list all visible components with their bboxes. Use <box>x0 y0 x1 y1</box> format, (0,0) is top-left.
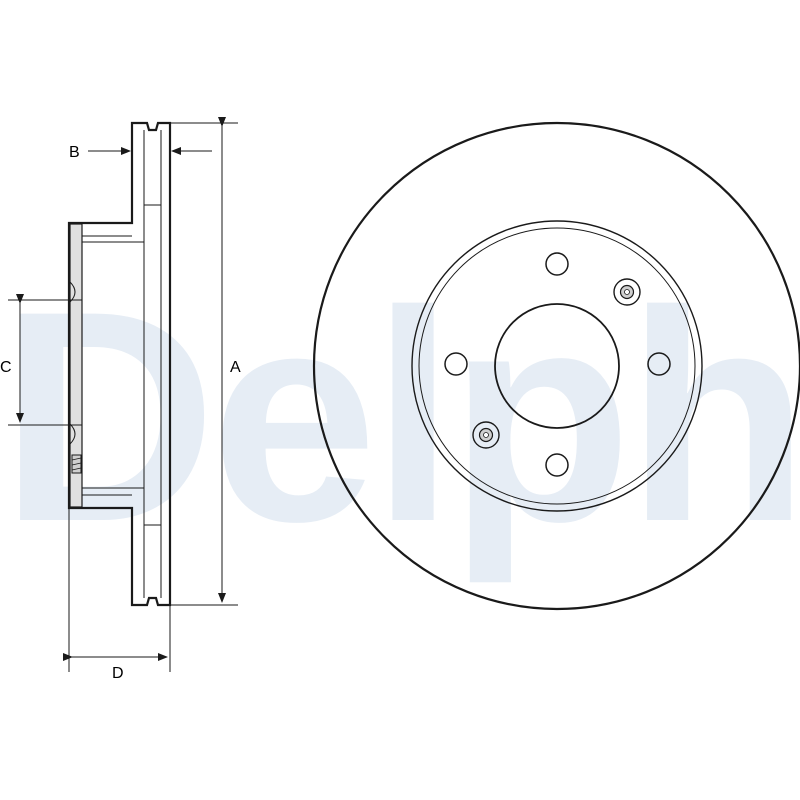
dimension-d-label: D <box>112 665 124 682</box>
screw-hole-top-right <box>613 278 641 306</box>
front-view <box>312 121 800 611</box>
hat-inner-ring <box>418 227 696 505</box>
dimension-a-label: A <box>230 359 241 376</box>
disc-outer-edge <box>312 121 800 611</box>
dimension-c-label: C <box>0 359 12 376</box>
centre-bore <box>494 303 620 429</box>
hat-outer-ring <box>411 220 703 512</box>
dimension-d: D <box>63 508 171 682</box>
dimension-a: A <box>170 117 241 606</box>
bolt-hole-right <box>647 352 671 376</box>
watermark-logo: Delphi <box>0 248 800 586</box>
screw-hole-bottom-left <box>472 421 500 449</box>
bolt-hole-top <box>545 252 569 276</box>
dimension-b-label: B <box>69 144 80 161</box>
bolt-hole-left <box>444 352 468 376</box>
hub-flange <box>69 223 83 508</box>
dimension-b: B <box>69 144 212 161</box>
bolt-hole-bottom <box>545 453 569 477</box>
dimension-c: C <box>0 294 70 426</box>
disc-profile-outline <box>67 121 172 607</box>
side-profile-view <box>67 121 172 607</box>
